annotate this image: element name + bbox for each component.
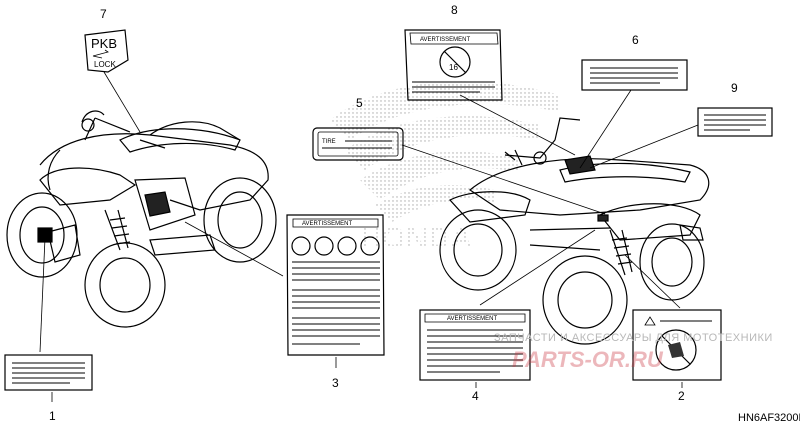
honda-wing-logo: HONDA [330, 81, 560, 255]
callout-2: 2 [678, 389, 685, 403]
leader-8 [459, 94, 576, 156]
avert-8: AVERTISSEMENT [420, 37, 470, 43]
tire-text: TIRE [322, 139, 336, 145]
label-5-tire: TIRE [312, 127, 404, 161]
atv-right-drawing [439, 117, 710, 345]
pkb-text: PKB [91, 36, 117, 51]
callout-5: 5 [356, 96, 363, 110]
callout-6: 6 [632, 33, 639, 47]
leader-6 [579, 89, 632, 169]
label-6 [581, 59, 688, 91]
label-3-warning: AVERTISSEMENT [286, 214, 385, 356]
callout-3: 3 [332, 376, 339, 390]
leader-1 [39, 237, 46, 353]
atv-left-drawing [6, 110, 277, 328]
diagram-code: HN6AF3200B [738, 412, 800, 424]
label-2-warning [632, 309, 722, 381]
callout-4: 4 [472, 389, 479, 403]
avert-3: AVERTISSEMENT [302, 221, 352, 227]
watermark-text: ЗАПЧАСТИ И АКСЕССУАРЫ ДЛЯ МОТОТЕХНИКИ [494, 332, 773, 344]
callout-1: 1 [49, 409, 56, 423]
leader-5 [401, 144, 606, 215]
age-sign: 16 [449, 63, 458, 72]
leader-4 [479, 229, 596, 306]
leader-7 [103, 71, 141, 133]
leader-lines [39, 71, 699, 353]
watermark-brand: PARTS-OR.RU [512, 347, 664, 372]
callout-9: 9 [731, 81, 738, 95]
label-1 [4, 354, 93, 391]
label-9 [697, 107, 773, 137]
callout-8: 8 [451, 3, 458, 17]
lock-text: LOCK [94, 60, 116, 69]
leader-9 [589, 124, 699, 169]
callout-7: 7 [100, 7, 107, 21]
label-4-warning: AVERTISSEMENT [419, 309, 531, 381]
avert-4: AVERTISSEMENT [447, 316, 497, 322]
leader-3 [184, 221, 284, 277]
label-8-warning: AVERTISSEMENT 16 [404, 29, 503, 101]
leader-2 [624, 254, 681, 309]
label-7-pkb-lock: PKB LOCK [84, 29, 129, 73]
